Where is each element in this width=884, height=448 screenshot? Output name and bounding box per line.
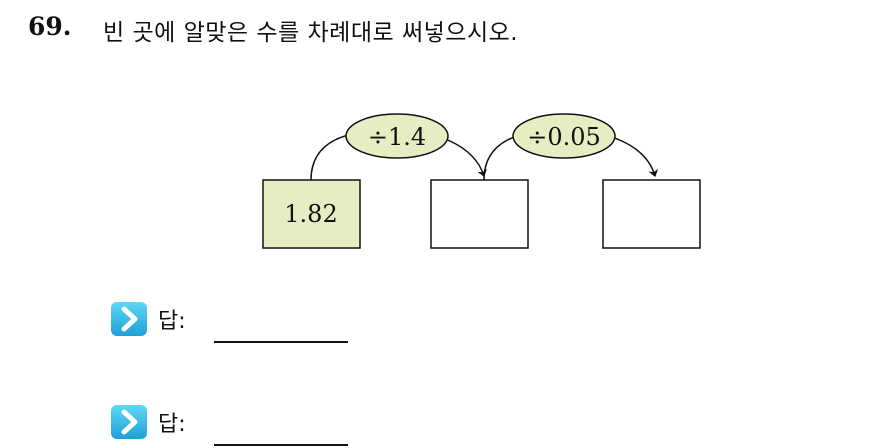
blank-box-2[interactable]	[602, 179, 701, 249]
answer-label: 답:	[158, 412, 186, 437]
answer-blank-line-2[interactable]	[214, 444, 348, 446]
operation-ellipse-2	[512, 113, 616, 159]
chevron-right-icon	[110, 301, 148, 341]
answer-label: 답:	[158, 309, 186, 334]
operation-ellipse-1	[345, 113, 449, 159]
answer-blank-line-1[interactable]	[214, 341, 348, 343]
operation-label-2: ÷0.05	[527, 123, 601, 151]
start-value-box	[262, 179, 361, 249]
problem-text: 빈 곳에 알맞은 수를 차례대로 써넣으시오.	[103, 20, 519, 46]
operation-label-1: ÷1.4	[368, 123, 426, 151]
blank-box-1[interactable]	[430, 179, 529, 249]
start-value: 1.82	[284, 200, 337, 228]
chevron-right-icon	[110, 404, 148, 444]
problem-number: 69.	[28, 12, 72, 41]
